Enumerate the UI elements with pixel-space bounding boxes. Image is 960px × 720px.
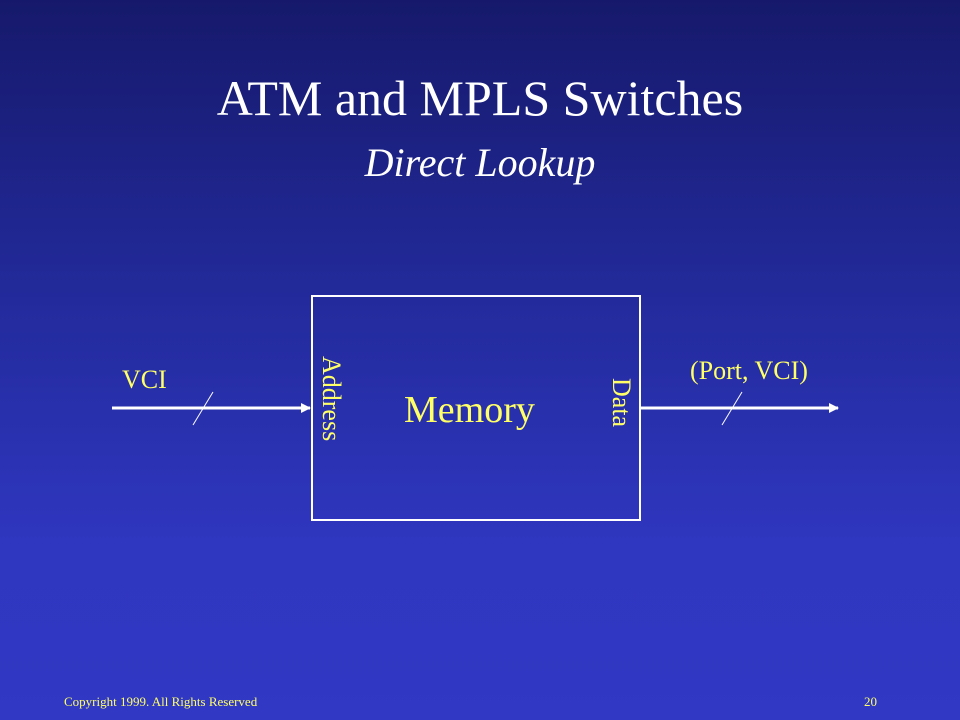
page-number: 20 [864,694,877,709]
address-label: Address [317,356,346,442]
input-bus-slash [192,391,214,426]
slide-title: ATM and MPLS Switches [216,70,744,126]
copyright-footer: Copyright 1999. All Rights Reserved [64,694,258,709]
output-bus-slash [721,391,743,426]
output-label: (Port, VCI) [690,356,808,385]
slide-subtitle: Direct Lookup [364,140,596,185]
memory-label: Memory [404,389,535,431]
data-label: Data [607,378,636,428]
input-label: VCI [122,365,167,394]
